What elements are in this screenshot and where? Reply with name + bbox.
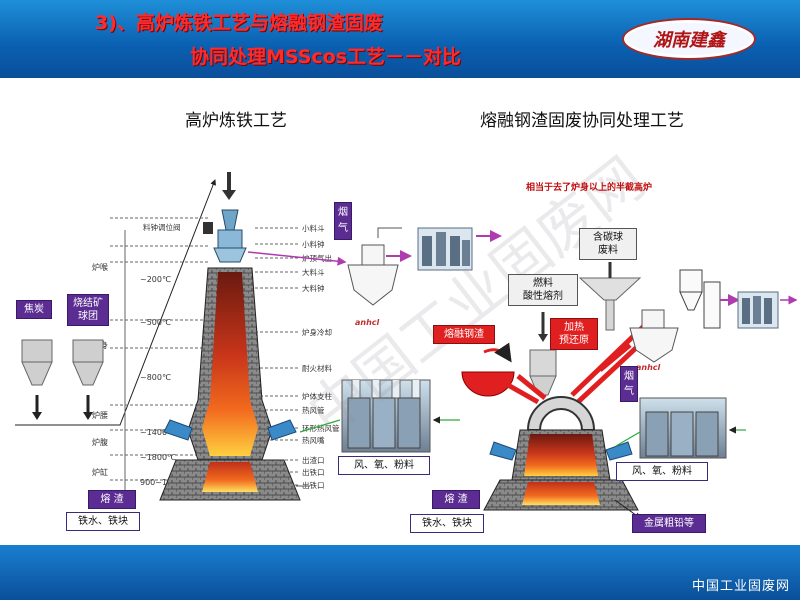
svg-text:~500℃: ~500℃ — [140, 318, 171, 327]
svg-text:anhcl: anhcl — [636, 363, 661, 372]
footer-bar: 中国工业固废网 — [0, 545, 800, 600]
right-iron-label: 铁水、铁块 — [410, 514, 484, 533]
right-note: 相当于去了炉身以上的半截高炉 — [526, 183, 653, 193]
svg-text:小料钟: 小料钟 — [302, 239, 325, 249]
left-iron-label: 铁水、铁块 — [66, 512, 140, 531]
svg-text:炉体支柱: 炉体支柱 — [302, 391, 332, 401]
svg-text:~1800℃: ~1800℃ — [140, 453, 176, 462]
right-title: 熔融钢渣固废协同处理工艺 — [480, 111, 684, 131]
left-title: 高炉炼铁工艺 — [185, 111, 287, 131]
sinter-label: 烧结矿 球团 — [67, 294, 109, 326]
title-line-1: 3)、高炉炼铁工艺与熔融钢渣固废 — [95, 12, 383, 34]
molten-slag-label: 熔融钢渣 — [433, 325, 495, 344]
svg-text:出渣口: 出渣口 — [302, 455, 325, 465]
svg-text:900~1000℃: 900~1000℃ — [140, 478, 191, 487]
left-slag-label: 熔 渣 — [88, 490, 136, 509]
svg-text:耐火材料: 耐火材料 — [302, 363, 332, 373]
coke-label: 焦炭 — [16, 300, 52, 319]
svg-text:~1400℃: ~1400℃ — [140, 428, 176, 437]
left-wind-label: 风、氧、粉料 — [338, 456, 430, 475]
right-wind-label: 风、氧、粉料 — [616, 462, 708, 481]
svg-text:出铁口: 出铁口 — [302, 467, 325, 477]
svg-text:出铁口: 出铁口 — [302, 480, 325, 490]
svg-text:大料钟: 大料钟 — [302, 283, 325, 293]
svg-text:热风管: 热风管 — [302, 405, 325, 415]
title-line-2: 协同处理MSScos工艺－－对比 — [190, 46, 462, 68]
svg-text:~200℃: ~200℃ — [140, 275, 171, 284]
svg-text:热风嘴: 热风嘴 — [302, 435, 325, 445]
svg-text:炉喉: 炉喉 — [92, 262, 108, 272]
left-flue-gas-label: 烟 气 — [334, 202, 352, 240]
svg-text:~800℃: ~800℃ — [140, 373, 171, 382]
svg-text:炉身冷却: 炉身冷却 — [302, 327, 332, 337]
svg-text:炉腰: 炉腰 — [92, 410, 108, 420]
svg-text:炉顶气出: 炉顶气出 — [302, 253, 332, 263]
right-slag-label: 熔 渣 — [432, 490, 480, 509]
svg-text:环形热风管: 环形热风管 — [302, 423, 340, 433]
svg-text:大料斗: 大料斗 — [302, 267, 325, 277]
carbon-pellet-label: 含碳球 废料 — [579, 228, 637, 260]
svg-text:anhcl: anhcl — [355, 318, 380, 327]
footer-site-name: 中国工业固废网 — [691, 579, 790, 594]
metal-lead-label: 金属粗铅等 — [632, 514, 706, 533]
fuel-flux-label: 燃料 酸性熔剂 — [508, 274, 578, 306]
svg-text:料钟调位阀: 料钟调位阀 — [143, 222, 181, 232]
header-bar: 3)、高炉炼铁工艺与熔融钢渣固废 协同处理MSScos工艺－－对比 湖南建鑫 — [0, 0, 800, 78]
svg-text:小料斗: 小料斗 — [302, 223, 325, 233]
preheat-label: 加热 预还原 — [550, 318, 598, 350]
svg-text:炉缸: 炉缸 — [92, 467, 108, 477]
company-logo: 湖南建鑫 — [622, 18, 756, 60]
right-flue-gas-label: 烟 气 — [620, 366, 638, 402]
svg-text:炉腹: 炉腹 — [92, 437, 108, 447]
